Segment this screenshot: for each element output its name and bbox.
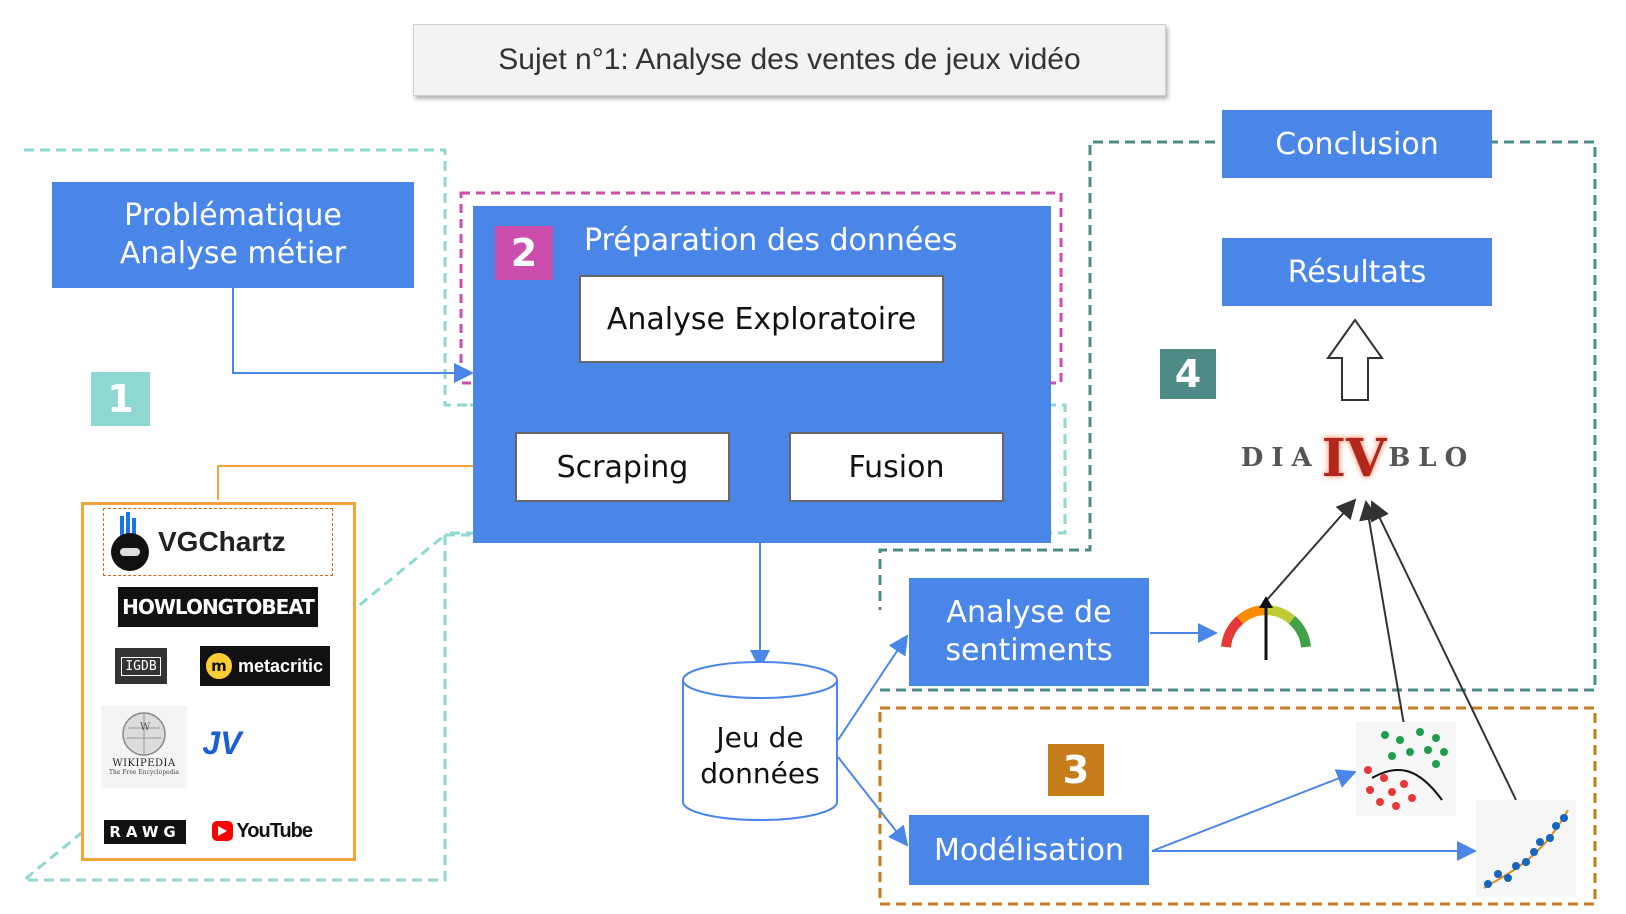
connector-dataset-to-modelisation xyxy=(837,756,909,847)
game-logo: DIA IV BLO xyxy=(1241,418,1467,498)
step4-number: 4 xyxy=(1160,349,1216,399)
analyse-exploratoire-box: Analyse Exploratoire xyxy=(579,275,944,363)
step2-frame xyxy=(459,191,1063,385)
wikipedia-sublabel: The Free Encyclopedia xyxy=(109,769,179,776)
vgchartz-icon xyxy=(111,512,149,571)
classification-plot-icon xyxy=(1356,722,1456,816)
step3-number: 3 xyxy=(1048,744,1104,796)
vgchartz-logo: VGChartz xyxy=(103,508,333,576)
arrow-classification-to-game xyxy=(1359,500,1405,726)
jv-logo: JV xyxy=(198,722,246,764)
sentiments-line2: sentiments xyxy=(945,633,1113,668)
up-arrow-icon xyxy=(1326,318,1384,401)
step1-frame xyxy=(19,148,470,882)
problematique-line1: Problématique xyxy=(124,198,342,233)
preparation-title: Préparation des données xyxy=(584,223,958,258)
wikipedia-globe-icon: W xyxy=(122,712,166,756)
conclusion-box: Conclusion xyxy=(1222,110,1492,178)
dataset-line1: Jeu de xyxy=(716,721,804,754)
howlongtobeat-logo: HOWLONGTOBEAT xyxy=(118,587,318,627)
dataset-cylinder xyxy=(682,661,838,821)
dataset-label: Jeu de données xyxy=(683,716,837,796)
step2-number: 2 xyxy=(495,226,553,280)
step3-frame xyxy=(878,706,1597,906)
page-title: Sujet n°1: Analyse des ventes de jeux vi… xyxy=(498,43,1081,76)
game-logo-numeral: IV xyxy=(1321,427,1387,489)
gauge-icon xyxy=(1221,596,1311,660)
howlongtobeat-label: HOWLONGTOBEAT xyxy=(122,595,315,619)
igdb-label: IGDB xyxy=(121,656,161,676)
arrow-regression-to-game xyxy=(1370,500,1517,801)
connector-dataset-to-sentiments xyxy=(837,634,909,741)
title-box: Sujet n°1: Analyse des ventes de jeux vi… xyxy=(413,24,1166,96)
problematique-line2: Analyse métier xyxy=(119,236,347,271)
regression-plot-icon xyxy=(1476,800,1576,896)
sentiments-line1: Analyse de xyxy=(946,595,1112,630)
youtube-logo: YouTube xyxy=(212,816,313,846)
connector-problematique-to-preparation xyxy=(232,288,474,383)
metacritic-label: metacritic xyxy=(238,655,324,676)
wikipedia-label: Wikipedia xyxy=(112,758,176,769)
youtube-icon xyxy=(212,821,234,841)
sentiments-box: Analyse de sentiments xyxy=(909,578,1149,686)
modelisation-box: Modélisation xyxy=(909,815,1149,885)
step4-frame xyxy=(878,140,1597,692)
rawg-logo: RAWG xyxy=(104,820,186,844)
resultats-box: Résultats xyxy=(1222,238,1492,306)
connector-sources-to-scraping xyxy=(217,456,514,500)
youtube-label: YouTube xyxy=(236,819,313,842)
igdb-logo: IGDB xyxy=(115,648,167,684)
metacritic-icon: m xyxy=(204,651,234,681)
wikipedia-logo: W Wikipedia The Free Encyclopedia xyxy=(101,706,187,788)
fusion-box: Fusion xyxy=(789,432,1004,502)
dataset-line2: données xyxy=(700,757,820,790)
rawg-label: RAWG xyxy=(109,823,181,841)
vgchartz-label: VGChartz xyxy=(158,526,286,557)
svg-text:W: W xyxy=(140,722,151,733)
step1-number: 1 xyxy=(91,372,150,426)
metacritic-logo: m metacritic xyxy=(200,646,330,686)
connector-modelisation-to-classification xyxy=(1151,769,1357,852)
game-logo-suffix: BLO xyxy=(1388,443,1476,473)
arrow-gauge-to-game xyxy=(1264,498,1357,603)
jv-label: JV xyxy=(202,724,242,761)
scraping-box: Scraping xyxy=(515,432,730,502)
problematique-box: Problématique Analyse métier xyxy=(52,182,414,288)
game-logo-prefix: DIA xyxy=(1240,443,1320,473)
